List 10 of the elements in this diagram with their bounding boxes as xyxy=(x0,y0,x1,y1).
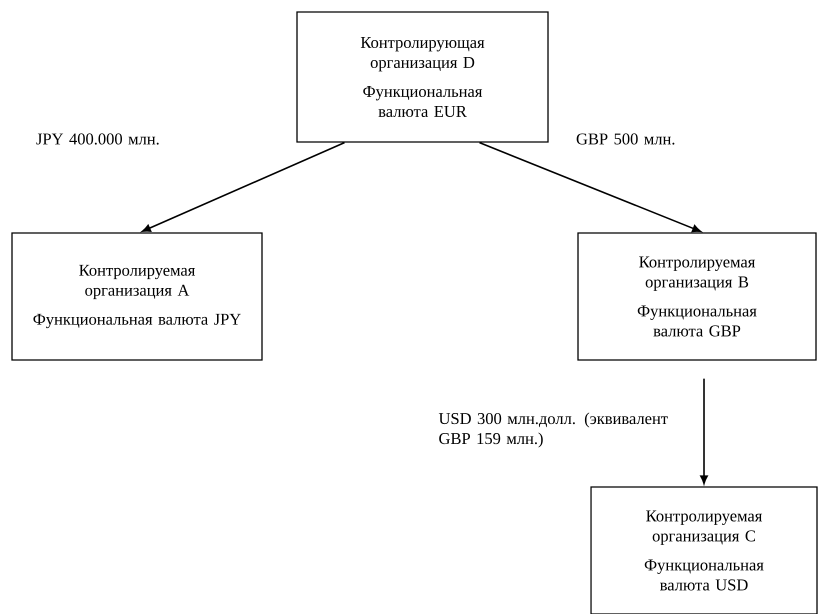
entity-box: Контролируемая организация B Функциональная валюта GBP xyxy=(577,232,817,361)
entity-box: Контролируемая организация A Функциональная валюта JPY xyxy=(11,232,263,361)
entity-box: Контролирующая организация D Функциональная валюта EUR xyxy=(296,11,549,143)
edge-label: USD 300 млн.долл. (эквивалент GBP 159 млн.) xyxy=(438,412,668,448)
arrow xyxy=(142,142,345,232)
arrow xyxy=(700,378,708,484)
edge-label: GBP 500 млн. xyxy=(576,133,674,145)
edge-label: JPY 400.000 млн. xyxy=(36,133,159,145)
entity-box: Контролируемая организация C Функциональная валюта USD xyxy=(590,486,818,614)
arrow xyxy=(479,142,701,232)
